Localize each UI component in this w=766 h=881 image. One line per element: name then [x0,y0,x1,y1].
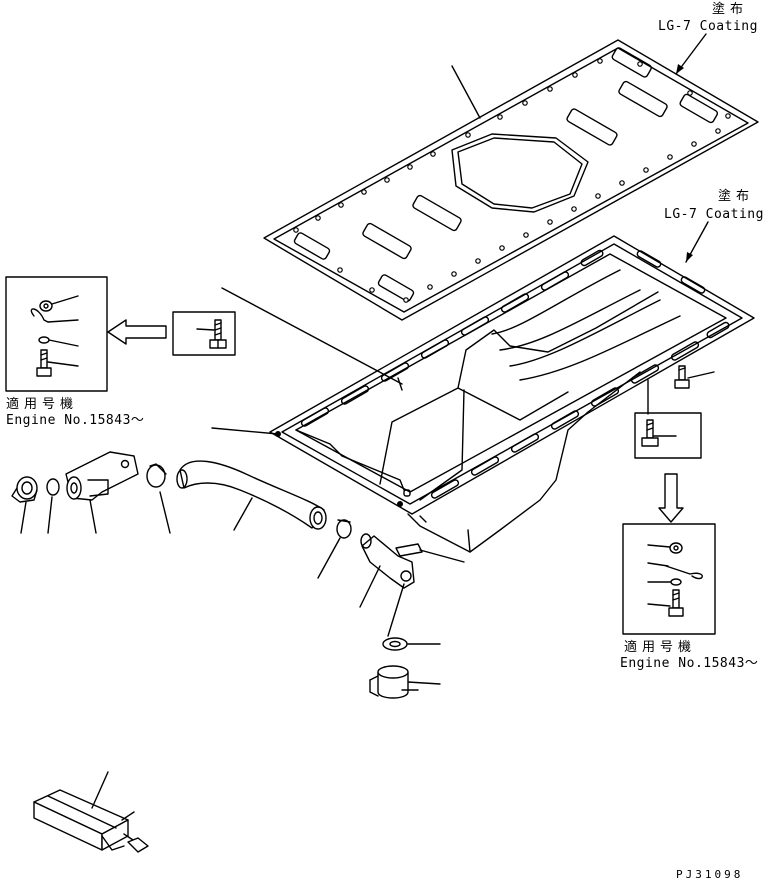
right-inset-engine-label: Engine No.15843～ [620,656,759,671]
coating-mid-jp-label: 塗布 [718,189,755,204]
socket-tool [33,771,149,853]
left-inset-applicable-label: 適用号機 [6,397,79,412]
coating-mid-en-label: LG-7 Coating [664,207,764,222]
left-inset-engine-label: Engine No.15843～ [6,413,145,428]
tube-assembly [11,451,465,699]
gasket-bolt-holes [293,58,731,303]
left-arrow [107,319,167,345]
right-inset-applicable-label: 適用号機 [624,640,697,655]
coating-top-en-label: LG-7 Coating [658,19,758,34]
coating-top-jp-label: 塗布 [712,2,749,17]
oil-pan-gasket [263,39,759,321]
right-bolt-callout [634,365,715,459]
oil-pan [211,235,755,553]
left-inset [5,276,108,392]
figure-code: PJ31098 [676,868,744,881]
right-inset [622,523,716,635]
left-bolt-callout [172,311,236,356]
oil-pan-flange-slots [300,249,730,499]
down-arrow [658,473,684,523]
